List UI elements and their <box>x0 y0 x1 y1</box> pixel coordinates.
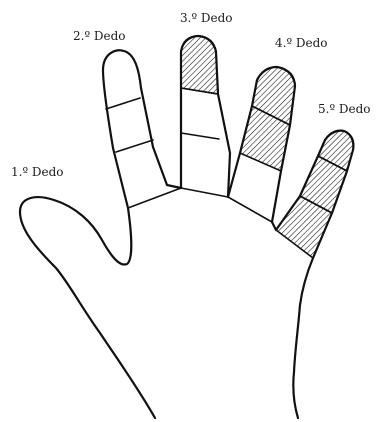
finger4-label: 4.º Dedo <box>275 36 328 50</box>
finger3-label: 3.º Dedo <box>180 11 233 25</box>
finger1-label: 1.º Dedo <box>11 165 64 179</box>
finger5-label: 5.º Dedo <box>318 102 371 116</box>
finger2-label: 2.º Dedo <box>73 29 126 43</box>
